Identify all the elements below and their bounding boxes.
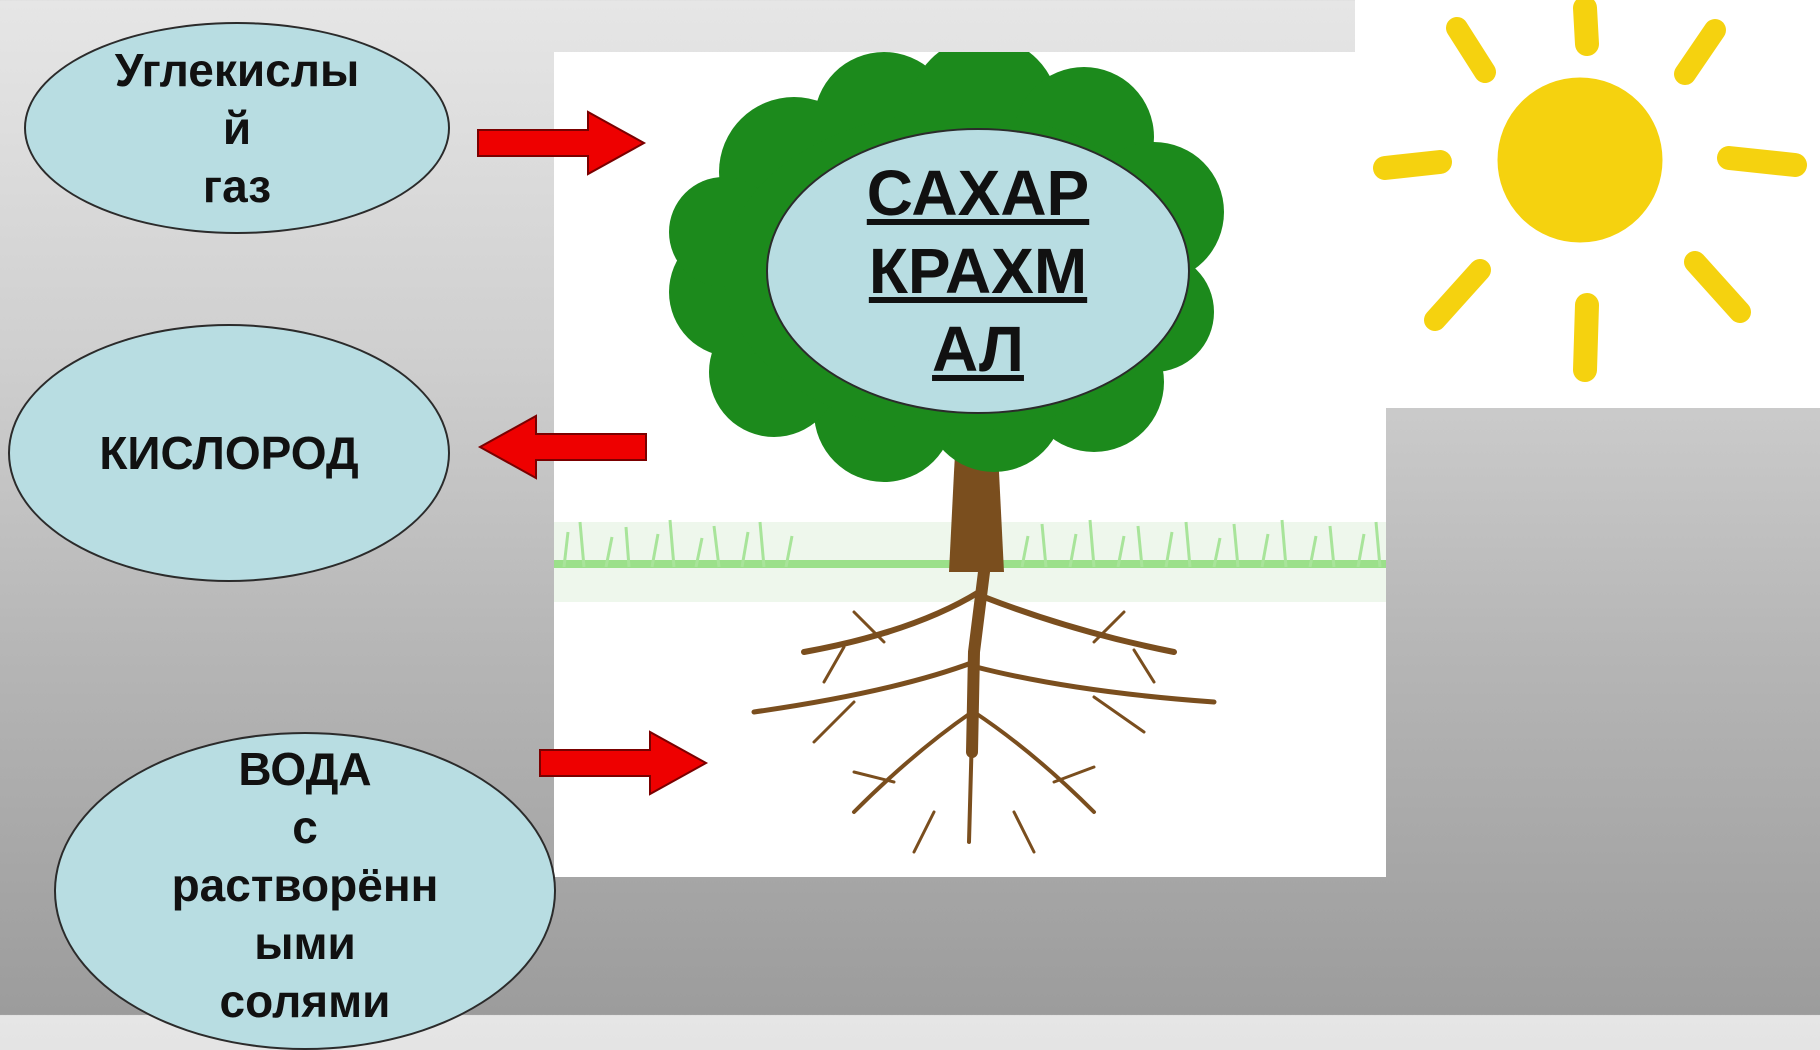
sun-icon xyxy=(1373,0,1807,382)
oxygen-oval: КИСЛОРОД xyxy=(8,324,450,582)
roots xyxy=(751,566,1217,854)
tree-icon xyxy=(554,37,1386,854)
water-label: ВОДА с растворённ ыми солями xyxy=(171,743,439,1027)
water-oval: ВОДА с растворённ ыми солями xyxy=(54,732,556,1050)
carbon-dioxide-oval: Углекислы й газ xyxy=(24,22,450,234)
slide: Углекислы й газ КИСЛОРОД ВОДА с растворё… xyxy=(8,0,1820,1050)
oxygen-label: КИСЛОРОД xyxy=(99,427,359,479)
sugar-starch-label: САХАР КРАХМ АЛ xyxy=(866,157,1090,385)
sun-panel xyxy=(1355,0,1820,408)
sugar-starch-oval: САХАР КРАХМ АЛ xyxy=(766,128,1190,414)
arrow-icon xyxy=(539,730,709,796)
carbon-dioxide-label: Углекислы й газ xyxy=(114,44,360,212)
arrow-icon xyxy=(477,110,647,176)
arrow-icon xyxy=(477,414,647,480)
